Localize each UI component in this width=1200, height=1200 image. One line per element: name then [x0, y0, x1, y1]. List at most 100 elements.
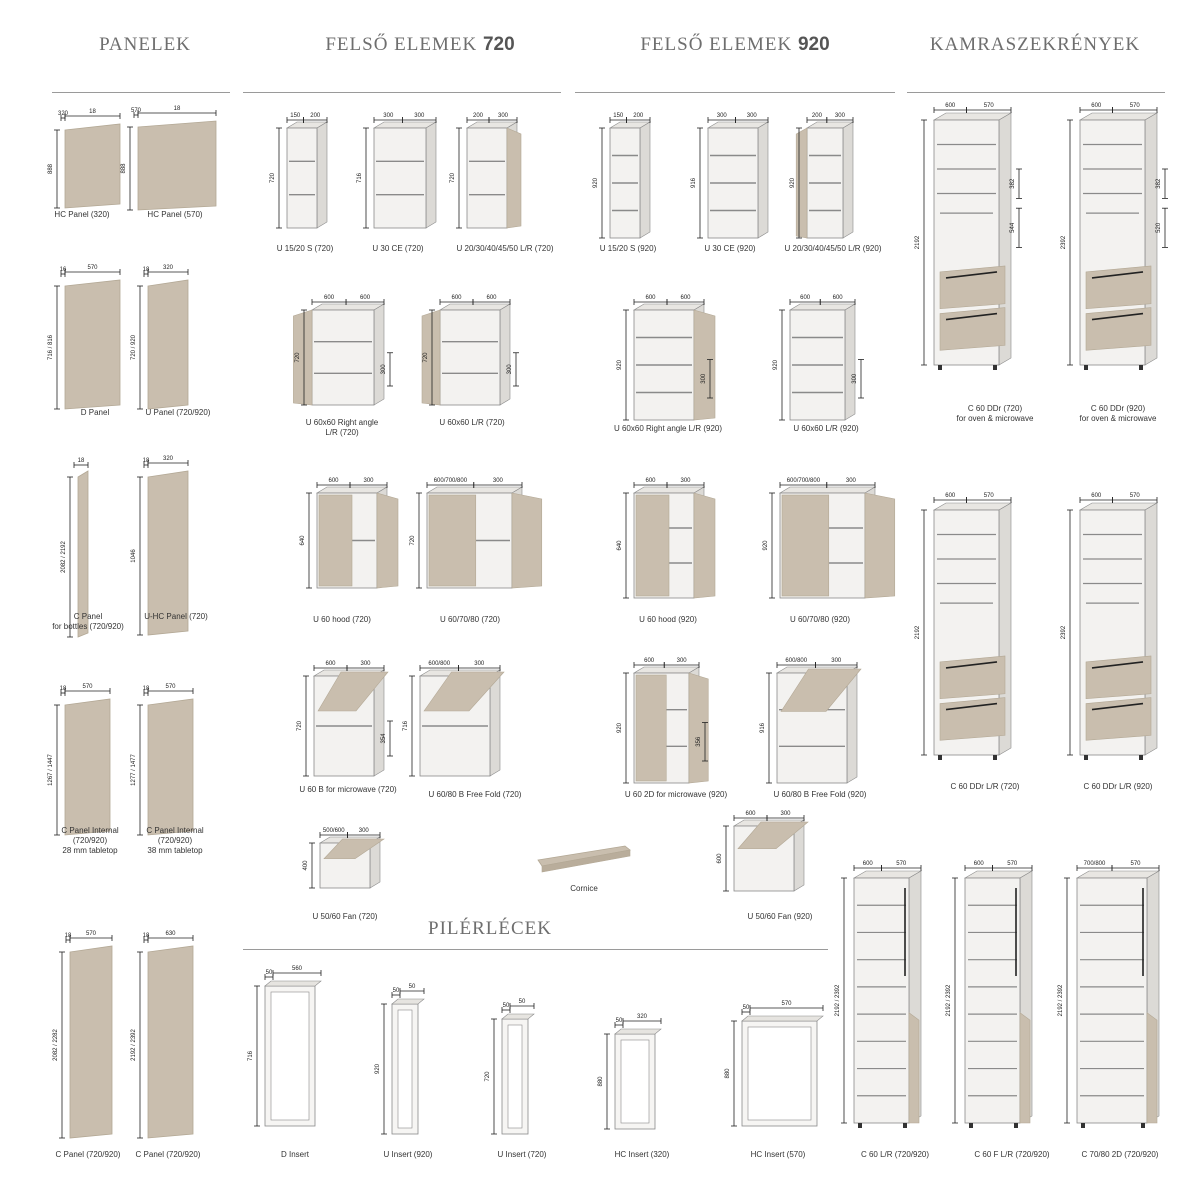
upper720-caption: U 30 CE (720) — [372, 244, 423, 254]
dimension-label: 600 — [800, 295, 811, 301]
dimension-label: 2192 / 2392 — [1058, 984, 1064, 1016]
tall-carcass — [853, 877, 910, 1124]
cabinet-flap — [423, 671, 505, 712]
tall-top — [1075, 870, 1161, 879]
dimension-label: 700/800 — [1084, 861, 1106, 867]
cabinet-side — [757, 121, 769, 239]
upper920-caption: U 15/20 S (920) — [600, 244, 656, 254]
tall-caption: C 60 DDr L/R (720) — [951, 782, 1020, 792]
cabinet-door — [421, 309, 441, 406]
dimension-label: 300 — [493, 478, 504, 484]
dimension-label: 2192 — [915, 625, 921, 639]
panel-caption-line: for bottles (720/920) — [52, 622, 124, 631]
header-felso-720-text: FELSŐ ELEMEK — [325, 34, 478, 55]
dimension-label: 600 — [974, 861, 985, 867]
tall-top — [1078, 112, 1159, 121]
panel-sheet — [147, 698, 194, 836]
panel-caption-line: HC Panel (570) — [147, 210, 203, 219]
dimension-label: 18 — [65, 933, 72, 939]
tall-carcass — [1076, 877, 1148, 1124]
upper920-caption: U 50/60 Fan (920) — [748, 912, 813, 922]
tall-door — [1019, 1012, 1031, 1124]
dimension-label: 600 — [745, 811, 756, 817]
insert-top — [264, 980, 322, 987]
dimension-label: 320 — [163, 265, 174, 271]
cabinet-front — [635, 674, 667, 782]
upper920-caption-line: U 60/70/80 (920) — [789, 615, 851, 624]
piler-caption-line: U Insert (720) — [497, 1150, 547, 1159]
upper720-caption-line: U 60/70/80 (720) — [439, 615, 501, 624]
panel-caption-line: D Panel — [80, 408, 110, 417]
panel-caption-line: C Panel — [73, 612, 103, 621]
insert-opening — [270, 991, 310, 1121]
dimension-label: 18 — [60, 686, 67, 692]
upper720-caption-line: U 60 B for microwave (720) — [299, 785, 397, 794]
upper720-caption-line: U 60/80 B Free Fold (720) — [428, 790, 522, 799]
dimension-label: 600 — [644, 658, 655, 664]
upper920-caption: U 60 2D for microwave (920) — [625, 790, 727, 800]
cabinet-side — [499, 303, 511, 406]
dimension-label: 560 — [292, 966, 303, 972]
piler-caption-line: HC Insert (320) — [614, 1150, 670, 1159]
insert-top — [501, 1013, 535, 1020]
dimension-label: 300 — [359, 828, 370, 834]
dimension-label: 300 — [780, 811, 791, 817]
dimension-label: 570 — [984, 493, 995, 499]
tall-foot — [938, 365, 942, 370]
dimension-label: 50 — [409, 984, 416, 990]
dimension-label: 50 — [266, 970, 273, 976]
upper720-caption-line: U 60x60 Right angle — [305, 418, 379, 427]
upper920-caption: U 60/80 B Free Fold (920) — [774, 790, 867, 800]
upper720-caption-line: L/R (720) — [325, 428, 359, 437]
dimension-label: 300 — [383, 113, 394, 119]
dimension-label: 2082 / 2192 — [61, 540, 67, 572]
dimension-label: 500/600 — [323, 828, 345, 834]
panel-caption-line: (720/920) — [157, 836, 193, 845]
panel-caption: C Panel (720/920) — [56, 1150, 121, 1160]
cabinet-side — [316, 121, 328, 229]
dimension-label: 720 — [410, 535, 416, 546]
panel-caption-line: U-HC Panel (720) — [144, 612, 208, 621]
dimension-label: 880 — [725, 1068, 731, 1079]
upper720-caption-line: U 15/20 S (720) — [276, 244, 334, 253]
cabinet-top — [778, 486, 877, 494]
dimension-label: 570 — [165, 684, 176, 690]
dimension-label: 18 — [143, 933, 150, 939]
header-felso-920-num: 920 — [797, 34, 830, 55]
dimension-label: 18 — [143, 686, 150, 692]
panel-caption-line: (720/920) — [72, 836, 108, 845]
piler-caption: HC Insert (320) — [615, 1150, 670, 1160]
panel-caption: C Panel Internal(720/920)28 mm tabletop — [61, 826, 118, 856]
piler-caption-line: D Insert — [280, 1150, 310, 1159]
